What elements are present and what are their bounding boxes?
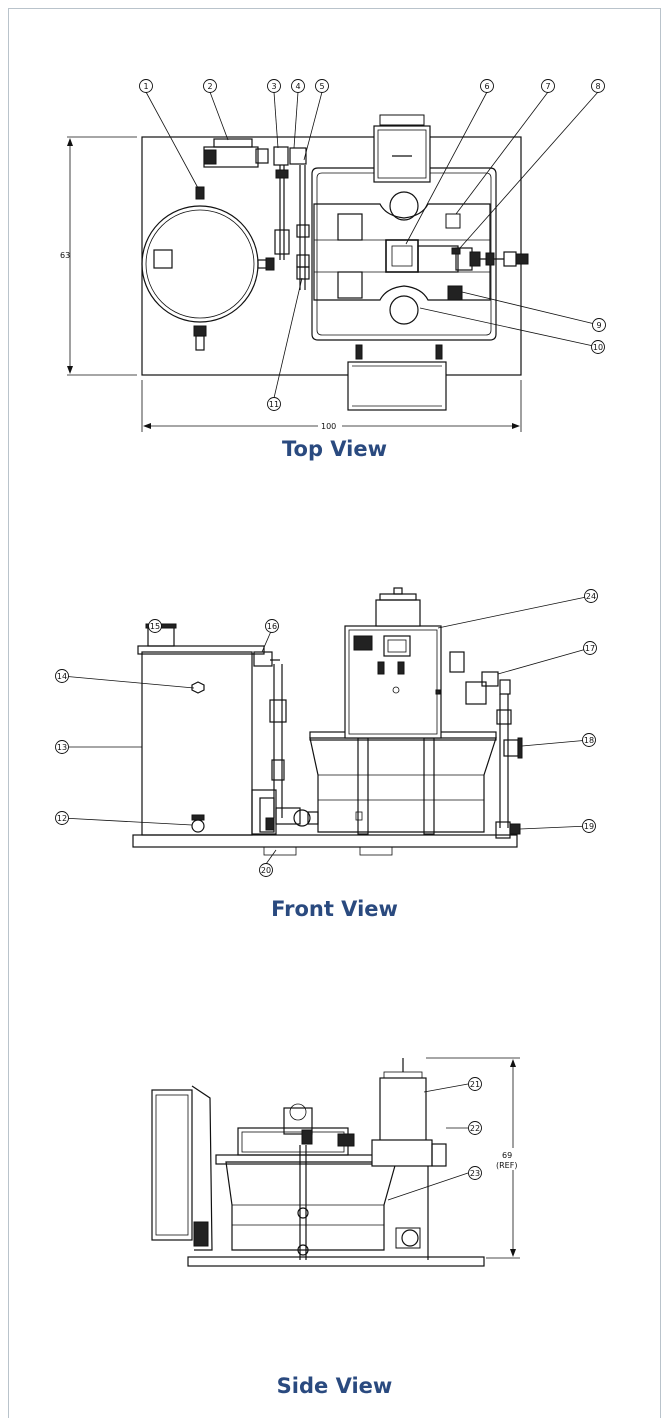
balloon-label: 17 [585, 644, 595, 653]
balloon-label: 24 [586, 592, 596, 601]
caption-side-view: Side View [276, 1374, 393, 1398]
balloon-label: 15 [150, 622, 160, 631]
balloon-label: 21 [470, 1080, 480, 1089]
balloon-19: 19 [582, 819, 596, 833]
balloon-label: 16 [267, 622, 277, 631]
balloon-label: 3 [271, 82, 276, 91]
balloon-20: 20 [259, 863, 273, 877]
balloon-label: 18 [584, 736, 594, 745]
dim-63-label: 63 [60, 251, 70, 260]
top-view-drawing: 63 100 [60, 91, 600, 432]
dim-69-label: 69 [502, 1151, 512, 1160]
balloon-label: 20 [261, 866, 271, 875]
page-frame [8, 8, 661, 1418]
front-base [132, 834, 518, 848]
balloon-13: 13 [55, 740, 69, 754]
balloon-12: 12 [55, 811, 69, 825]
balloon-label: 2 [207, 82, 212, 91]
balloon-15: 15 [148, 619, 162, 633]
caption-top-view: Top View [281, 437, 388, 461]
balloon-10: 10 [591, 340, 605, 354]
side-view-drawing: 69 (REF) [151, 1057, 524, 1267]
balloon-label: 22 [470, 1124, 480, 1133]
tank-round [141, 205, 259, 323]
balloon-1: 1 [139, 79, 153, 93]
balloon-21: 21 [468, 1077, 482, 1091]
balloon-5: 5 [315, 79, 329, 93]
balloon-24: 24 [584, 589, 598, 603]
front-view-drawing [61, 587, 592, 865]
balloon-8: 8 [591, 79, 605, 93]
balloon-2: 2 [203, 79, 217, 93]
balloon-16: 16 [265, 619, 279, 633]
balloon-11: 11 [267, 397, 281, 411]
balloon-9: 9 [592, 318, 606, 332]
balloon-18: 18 [582, 733, 596, 747]
balloon-label: 1 [143, 82, 148, 91]
balloon-label: 10 [593, 343, 603, 352]
balloon-label: 11 [269, 400, 279, 409]
dim-ref-label: (REF) [496, 1161, 517, 1170]
balloon-label: 6 [484, 82, 489, 91]
dissolver-tank [311, 167, 497, 341]
balloon-label: 4 [295, 82, 300, 91]
balloon-3: 3 [267, 79, 281, 93]
balloon-6: 6 [480, 79, 494, 93]
balloon-label: 23 [470, 1169, 480, 1178]
balloon-label: 14 [57, 672, 67, 681]
balloon-7: 7 [541, 79, 555, 93]
balloon-23: 23 [468, 1166, 482, 1180]
balloon-label: 12 [57, 814, 67, 823]
balloon-22: 22 [468, 1121, 482, 1135]
balloon-label: 19 [584, 822, 594, 831]
front-tank [141, 651, 253, 836]
balloon-label: 5 [319, 82, 324, 91]
balloon-14: 14 [55, 669, 69, 683]
balloon-4: 4 [291, 79, 305, 93]
control-box-top [373, 125, 431, 183]
balloon-17: 17 [583, 641, 597, 655]
balloon-label: 13 [57, 743, 67, 752]
dim-100-label: 100 [321, 422, 336, 431]
balloon-label: 8 [595, 82, 600, 91]
caption-front-view: Front View [271, 897, 398, 921]
balloon-label: 9 [596, 321, 601, 330]
side-base [187, 1256, 485, 1267]
balloon-label: 7 [545, 82, 550, 91]
